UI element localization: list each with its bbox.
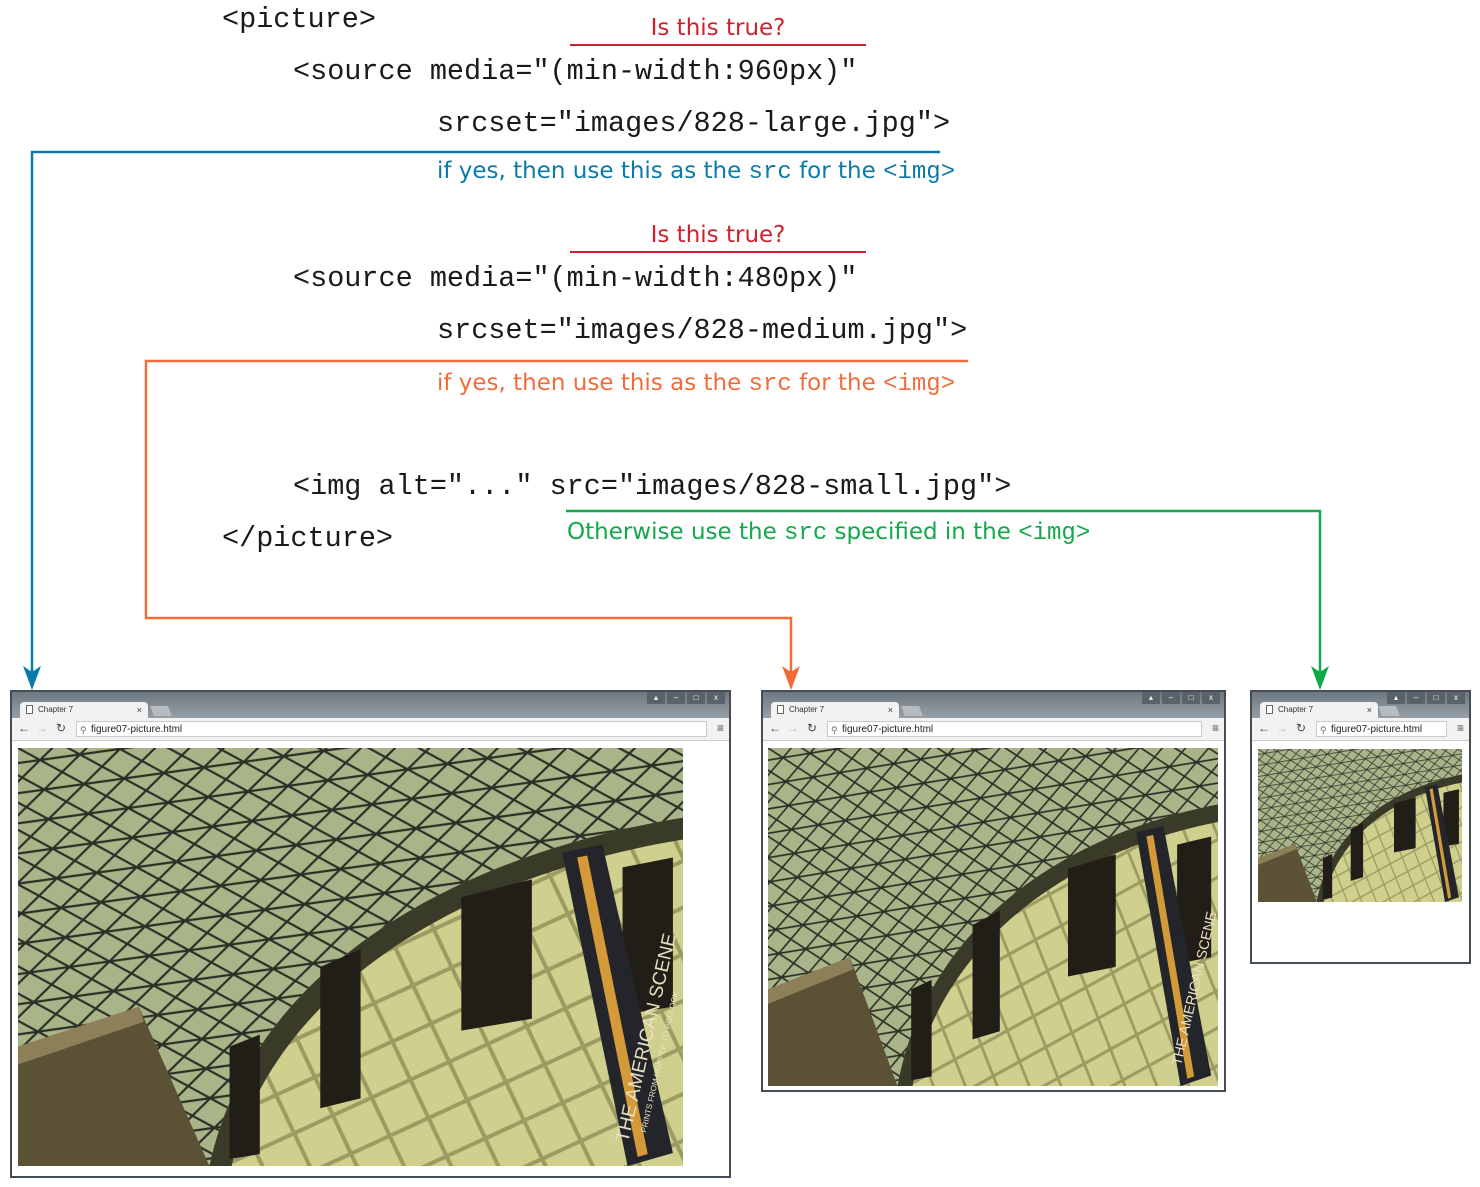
code-picture-open: <picture> <box>222 3 376 36</box>
close-window-button[interactable]: x <box>1202 692 1220 704</box>
back-icon[interactable]: ← <box>769 721 781 735</box>
note-text: for the <box>791 370 884 396</box>
forward-icon[interactable]: → <box>787 721 799 735</box>
user-icon[interactable]: ▴ <box>1387 692 1405 704</box>
browser-tab[interactable]: Chapter 7 × <box>20 702 148 718</box>
note-text: if yes, then use this as the <box>437 370 749 396</box>
connector-large <box>30 150 940 672</box>
code-source2-srcset: srcset="images/828-medium.jpg"> <box>437 314 968 347</box>
code-img-tag: <img alt="..." src="images/828-small.jpg… <box>293 470 1012 503</box>
browser-toolbar: ← → ↻ ⚲ figure07-picture.html ≡ <box>1252 718 1469 741</box>
browser-tab[interactable]: Chapter 7 × <box>1260 702 1378 718</box>
page-icon <box>1266 705 1273 714</box>
close-tab-icon[interactable]: × <box>887 705 893 715</box>
arrowhead-large <box>23 666 41 690</box>
code-picture-close: </picture> <box>222 522 394 555</box>
photo-large: THE AMERICAN SCENE PRINTS FROM HOPPER TO… <box>18 748 683 1166</box>
tab-title: Chapter 7 <box>789 705 825 714</box>
minimize-button[interactable]: – <box>1407 692 1425 704</box>
new-tab-button[interactable] <box>901 706 923 716</box>
page-icon <box>26 705 33 714</box>
note-text: Otherwise use the <box>567 519 785 545</box>
reload-icon[interactable]: ↻ <box>1296 721 1307 735</box>
forward-icon[interactable]: → <box>36 721 48 735</box>
browser-toolbar: ← → ↻ ⚲ figure07-picture.html ≡ <box>12 718 729 741</box>
new-tab-button[interactable] <box>150 706 172 716</box>
note-code: src <box>748 159 792 186</box>
url-text: figure07-picture.html <box>91 724 183 735</box>
note-code: <img> <box>883 371 956 398</box>
close-window-button[interactable]: x <box>707 692 725 704</box>
maximize-button[interactable]: □ <box>687 692 705 704</box>
url-text: figure07-picture.html <box>842 724 934 735</box>
note-small: Otherwise use the src specified in the <… <box>567 521 1090 546</box>
browser-window-medium: Chapter 7 × ▴–□x ← → ↻ ⚲ figure07-picture.… <box>761 690 1226 1092</box>
search-icon: ⚲ <box>1320 725 1327 735</box>
page-icon <box>777 705 784 714</box>
new-tab-button[interactable] <box>1378 706 1400 716</box>
note-code: src <box>748 371 792 398</box>
note-text: specified in the <box>827 519 1019 545</box>
browser-toolbar: ← → ↻ ⚲ figure07-picture.html ≡ <box>763 718 1224 741</box>
user-icon[interactable]: ▴ <box>1142 692 1160 704</box>
browser-window-small: Chapter 7 × ▴–□x ← → ↻ ⚲ figure07-picture.… <box>1250 690 1471 964</box>
photo-small <box>1258 749 1462 902</box>
menu-icon[interactable]: ≡ <box>716 721 724 735</box>
search-icon: ⚲ <box>80 725 87 735</box>
forward-icon[interactable]: → <box>1276 721 1288 735</box>
question-label-2: Is this true? <box>650 222 786 248</box>
tab-title: Chapter 7 <box>1278 705 1314 714</box>
user-icon[interactable]: ▴ <box>647 692 665 704</box>
note-medium: if yes, then use this as the src for the… <box>437 372 955 397</box>
address-bar[interactable]: ⚲ figure07-picture.html <box>76 721 707 737</box>
menu-icon[interactable]: ≡ <box>1456 721 1464 735</box>
maximize-button[interactable]: □ <box>1427 692 1445 704</box>
reload-icon[interactable]: ↻ <box>807 721 818 735</box>
back-icon[interactable]: ← <box>18 721 30 735</box>
note-text: if yes, then use this as the <box>437 158 749 184</box>
minimize-button[interactable]: – <box>1162 692 1180 704</box>
note-code: src <box>784 520 828 547</box>
close-window-button[interactable]: x <box>1447 692 1465 704</box>
note-text: for the <box>791 158 884 184</box>
browser-window-large: Chapter 7 × ▴–□x ← → ↻ ⚲ figure07-picture.… <box>10 690 731 1178</box>
back-icon[interactable]: ← <box>1258 721 1270 735</box>
code-source1-media: <source media="(min-width:960px)" <box>293 55 858 88</box>
arrowhead-small <box>1311 666 1329 690</box>
search-icon: ⚲ <box>831 725 838 735</box>
note-large: if yes, then use this as the src for the… <box>437 160 955 185</box>
minimize-button[interactable]: – <box>667 692 685 704</box>
arrowhead-medium <box>782 666 800 690</box>
tab-title: Chapter 7 <box>38 705 74 714</box>
code-source1-srcset: srcset="images/828-large.jpg"> <box>437 107 951 140</box>
note-code: <img> <box>1018 520 1091 547</box>
connector-medium <box>144 359 968 672</box>
code-source2-media: <source media="(min-width:480px)" <box>293 262 858 295</box>
close-tab-icon[interactable]: × <box>136 705 142 715</box>
window-controls: ▴–□x <box>1142 692 1220 704</box>
question-underline-1 <box>570 44 866 46</box>
address-bar[interactable]: ⚲ figure07-picture.html <box>1316 721 1447 737</box>
close-tab-icon[interactable]: × <box>1366 705 1372 715</box>
window-controls: ▴–□x <box>647 692 725 704</box>
question-label-1: Is this true? <box>650 15 786 41</box>
connector-small <box>566 509 1322 672</box>
url-text: figure07-picture.html <box>1331 724 1423 735</box>
photo-medium: THE AMERICAN SCENE <box>768 748 1218 1086</box>
maximize-button[interactable]: □ <box>1182 692 1200 704</box>
address-bar[interactable]: ⚲ figure07-picture.html <box>827 721 1202 737</box>
question-underline-2 <box>570 251 866 253</box>
reload-icon[interactable]: ↻ <box>56 721 67 735</box>
note-code: <img> <box>883 159 956 186</box>
window-controls: ▴–□x <box>1387 692 1465 704</box>
browser-tab[interactable]: Chapter 7 × <box>771 702 899 718</box>
menu-icon[interactable]: ≡ <box>1211 721 1219 735</box>
